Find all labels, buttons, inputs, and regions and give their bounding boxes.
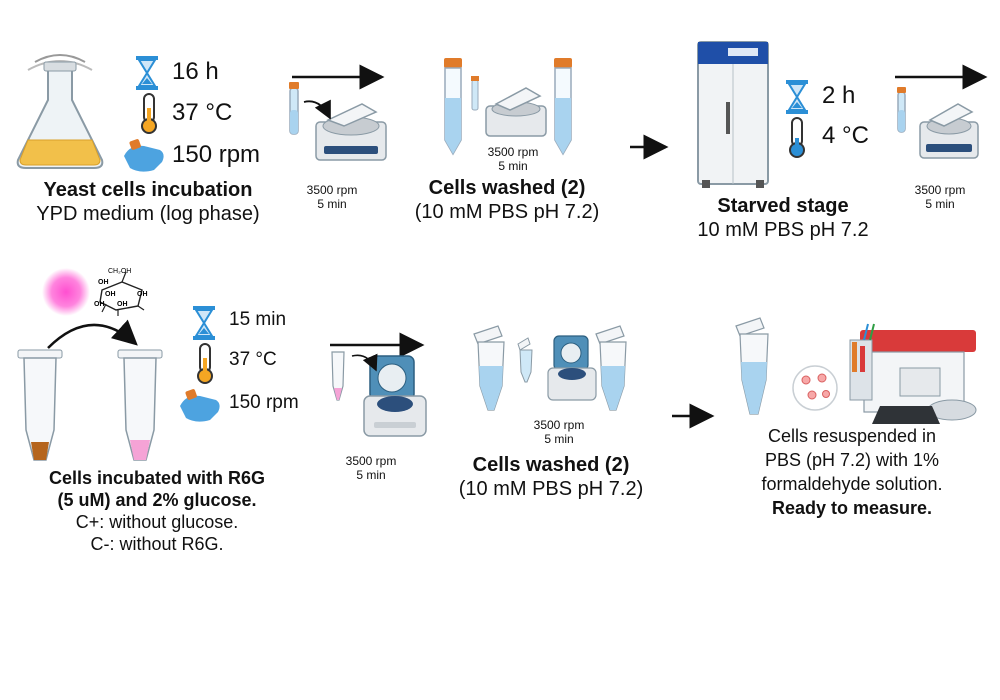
- eppendorf-tube-icon: [735, 317, 769, 415]
- flow-cytometer-icon: [849, 323, 977, 424]
- microcentrifuge-icon: [331, 351, 427, 437]
- glucose-oh: OH: [98, 279, 109, 286]
- curved-arrow: [47, 319, 138, 349]
- glucose-oh: OH: [117, 301, 128, 308]
- step5-time: 5 min: [544, 432, 574, 446]
- step5-rpm: 3500 rpm: [533, 418, 585, 432]
- step4-note2: C-: without R6G.: [90, 534, 224, 554]
- step2-time: 5 min: [498, 159, 528, 173]
- hourglass-icon: [193, 306, 215, 340]
- step5-title: Cells washed (2): [472, 454, 630, 476]
- step3-caption: Starved stage 10 mM PBS pH 7.2: [697, 194, 868, 242]
- step1-caption: Yeast cells incubation YPD medium (log p…: [36, 178, 259, 226]
- glucose-oh: OH: [94, 301, 105, 308]
- microcentrifuge-icon: [547, 335, 597, 401]
- spin3-caption: 3500 rpm 5 min: [346, 454, 397, 482]
- spin1-rpm: 3500 rpm: [306, 183, 358, 197]
- spin2-caption: 3500 rpm 5 min: [915, 183, 966, 211]
- step5-spin: 3500 rpm 5 min: [534, 418, 585, 446]
- step1-title: Yeast cells incubation: [43, 179, 253, 201]
- shake-speed-value: 150 rpm: [229, 392, 299, 413]
- eppendorf-tube-icon: [17, 349, 63, 461]
- step2-title: Cells washed (2): [428, 177, 586, 199]
- step6-line2: PBS (pH 7.2) with 1%: [764, 450, 940, 470]
- thermometer-icon: [789, 117, 805, 158]
- erlenmeyer-flask-icon: [16, 54, 104, 169]
- glucose-oh: OH: [137, 291, 148, 298]
- spin3-time: 5 min: [356, 468, 386, 482]
- step2-subtitle: (10 mM PBS pH 7.2): [414, 201, 600, 223]
- spin1-time: 5 min: [317, 197, 347, 211]
- falcon-tube-icon: [554, 58, 572, 156]
- time-value: 16 h: [172, 58, 219, 85]
- centrifuge-icon: [471, 76, 547, 137]
- step4-note1: C+: without glucose.: [75, 512, 239, 532]
- temperature-value: 4 °C: [822, 122, 869, 149]
- step5-caption: Cells washed (2) (10 mM PBS pH 7.2): [459, 453, 644, 501]
- glucose-structure: [99, 271, 145, 316]
- step2-caption: Cells washed (2) (10 mM PBS pH 7.2): [415, 176, 600, 224]
- time-value: 2 h: [822, 82, 856, 109]
- time-value: 15 min: [229, 309, 287, 330]
- centrifuge-icon: [289, 82, 387, 161]
- r6g-dye-glow: [42, 268, 90, 316]
- cell-magnifier-icon: [792, 365, 838, 411]
- spin1-caption: 3500 rpm 5 min: [307, 183, 358, 211]
- step6-line3: formaldehyde solution.: [761, 474, 943, 494]
- step1-subtitle: YPD medium (log phase): [36, 203, 260, 225]
- step6-caption: Cells resuspended in PBS (pH 7.2) with 1…: [761, 424, 942, 520]
- thermometer-icon: [141, 93, 157, 134]
- freezer-icon: [697, 41, 769, 188]
- hourglass-icon: [136, 56, 158, 90]
- step6-line1: Cells resuspended in: [767, 426, 937, 446]
- temperature-value: 37 °C: [172, 99, 233, 126]
- step3-subtitle: 10 mM PBS pH 7.2: [697, 219, 869, 241]
- shake-speed-value: 150 rpm: [172, 141, 261, 168]
- eppendorf-tube-icon: [517, 337, 533, 383]
- thermometer-icon: [197, 343, 213, 384]
- spin2-rpm: 3500 rpm: [914, 183, 966, 197]
- step5-subtitle: (10 mM PBS pH 7.2): [458, 478, 644, 500]
- hourglass-icon: [786, 80, 808, 114]
- step3-title: Starved stage: [717, 195, 849, 217]
- spin3-rpm: 3500 rpm: [345, 454, 397, 468]
- spin2-time: 5 min: [925, 197, 955, 211]
- step4-caption: Cells incubated with R6G (5 uM) and 2% g…: [49, 467, 265, 555]
- falcon-tube-icon: [444, 58, 462, 156]
- step4-title-line1: Cells incubated with R6G: [48, 468, 266, 488]
- eppendorf-tube-icon: [473, 325, 505, 411]
- glucose-oh: OH: [105, 291, 116, 298]
- shaker-hand-icon: [124, 139, 164, 172]
- glucose-label: CH₂OH: [108, 268, 131, 275]
- step2-rpm: 3500 rpm: [487, 145, 539, 159]
- eppendorf-tube-icon: [117, 349, 163, 461]
- step2-spin: 3500 rpm 5 min: [488, 145, 539, 173]
- eppendorf-tube-icon: [595, 325, 627, 411]
- shaker-hand-icon: [180, 389, 220, 422]
- step6-line4: Ready to measure.: [771, 498, 933, 518]
- temperature-value: 37 °C: [229, 349, 277, 370]
- step4-title-line2: (5 uM) and 2% glucose.: [57, 490, 257, 510]
- centrifuge-icon: [897, 87, 979, 159]
